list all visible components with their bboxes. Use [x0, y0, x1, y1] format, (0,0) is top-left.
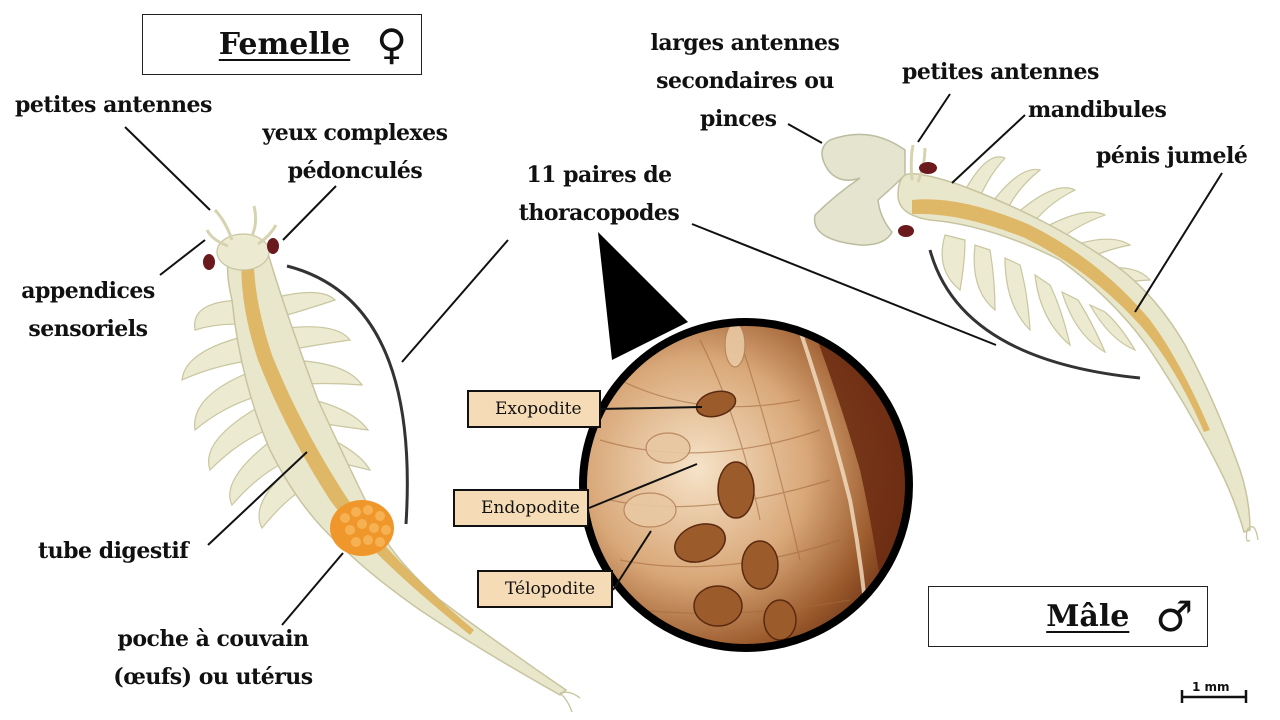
female-artemia — [181, 205, 581, 713]
zoom-pointer — [598, 232, 688, 360]
label-pouch-line1: poche à couvain — [117, 626, 309, 652]
label-large-antennae-line2: secondaires ou — [656, 68, 834, 94]
male-lower-eye — [898, 225, 914, 237]
tag-telopodite: Télopodite — [477, 570, 613, 608]
scale-label: 1 mm — [1192, 680, 1230, 694]
label-thoracopods-line1: 11 paires de — [526, 162, 672, 188]
label-thoracopods: 11 paires de thoracopodes — [494, 156, 704, 232]
tag-endopodite: Endopodite — [453, 489, 589, 527]
label-sensory-line2: sensoriels — [28, 316, 148, 342]
label-penis: pénis jumelé — [1096, 143, 1248, 169]
male-claspers — [813, 133, 906, 246]
male-thoracopods — [941, 156, 1152, 354]
male-title-box: Mâle ♂ — [928, 586, 1208, 647]
label-gut: tube digestif — [38, 538, 189, 564]
label-eyes-line2: pédonculés — [287, 158, 423, 184]
male-leaders — [691, 93, 1223, 346]
label-sensory-line1: appendices — [21, 278, 155, 304]
female-leaders — [124, 126, 509, 626]
label-female-antennules: petites antennes — [15, 92, 212, 118]
label-thoracopods-line2: thoracopodes — [518, 200, 680, 226]
male-upper-eye — [919, 162, 937, 174]
label-brood-pouch: poche à couvain (œufs) ou utérus — [98, 620, 328, 696]
female-title-box: Femelle ♀ — [142, 14, 422, 75]
scale-bar — [1180, 690, 1248, 703]
male-title: Mâle — [1046, 599, 1130, 634]
label-eyes-line1: yeux complexes — [262, 120, 448, 146]
male-gut — [912, 199, 1210, 432]
label-large-antennae-line1: larges antennes — [650, 30, 840, 56]
male-artemia — [813, 133, 1259, 542]
thoracopod-magnified-view — [579, 232, 913, 652]
label-large-antennae: larges antennes secondaires ou pinces — [630, 24, 860, 138]
label-eyes: yeux complexes pédonculés — [244, 114, 466, 190]
label-sensory-appendages: appendices sensoriels — [10, 272, 166, 348]
label-pouch-line2: (œufs) ou utérus — [113, 664, 313, 690]
male-symbol-icon: ♂ — [1155, 592, 1193, 641]
label-large-antennae-line3: pinces — [700, 106, 777, 132]
tag-exopodite: Exopodite — [467, 390, 601, 428]
female-right-eye — [267, 238, 279, 254]
female-title: Femelle — [218, 27, 351, 62]
female-symbol-icon: ♀ — [376, 20, 407, 69]
part-leaders — [588, 406, 703, 591]
female-left-eye — [203, 254, 215, 270]
label-mandibles: mandibules — [1028, 97, 1167, 123]
label-male-antennules: petites antennes — [902, 59, 1099, 85]
